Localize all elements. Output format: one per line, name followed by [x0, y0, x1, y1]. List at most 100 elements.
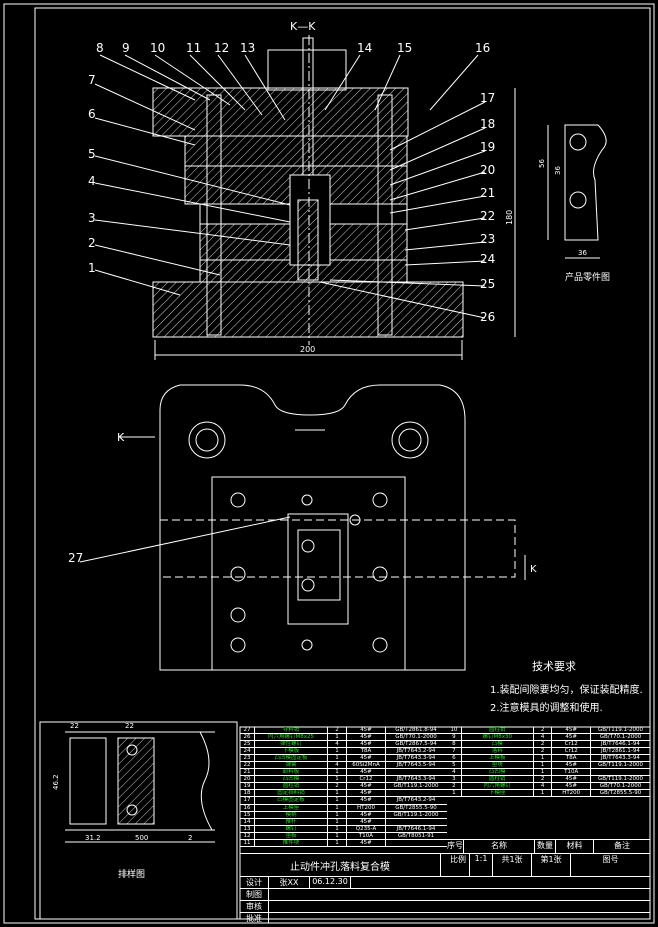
bom-cell-qty: 1 [328, 832, 347, 839]
screw-hole [230, 566, 246, 582]
bom-cell-qty: 4 [534, 783, 553, 790]
strip-channel [159, 519, 516, 578]
screw-hole [230, 637, 246, 653]
bom-cell-no: 2 [447, 783, 462, 790]
part-number: 12 [214, 41, 229, 55]
pin-hole [301, 639, 313, 651]
bom-cell-std [591, 769, 650, 775]
title-block: 序号 名称 数量 材料 备注 [447, 839, 650, 919]
plan-view: K K [117, 384, 537, 671]
bom-cell-std: JB/T7643.5-94 [396, 762, 436, 769]
bom-cell-name: 圆柱销 [255, 783, 328, 790]
bom-cell-mat: 45# [552, 776, 591, 783]
part-number: 3 [88, 211, 96, 225]
screw-hole [230, 492, 246, 508]
pin-hole [349, 514, 361, 526]
bom-header-no: 序号 [447, 840, 464, 854]
bom-cell-mat: HT200 [552, 790, 591, 797]
bom-cell-std: JB/T7643.3-94 [396, 755, 436, 762]
bom-cell-mat: 45# [347, 734, 386, 741]
bom-cell-std: GB/T119.1-2000 [393, 783, 439, 790]
part-number: 4 [88, 174, 96, 188]
bom-cell-name: 凸凹模 [462, 769, 534, 776]
bom-cell-qty: 1 [328, 769, 347, 776]
bom-cell-no: 8 [447, 741, 462, 748]
guide-hole-right-inner [398, 428, 422, 452]
screw-hole [372, 566, 388, 582]
bom-cell-qty: 2 [328, 727, 347, 734]
designer-label: 设计 [240, 877, 269, 888]
bom-cell-mat: 45# [552, 727, 591, 734]
bom-cell-no: 16 [240, 804, 255, 811]
bom-cell-no: 15 [240, 811, 255, 818]
die-shank [267, 49, 347, 91]
bom-cell-mat: Cr12 [347, 776, 386, 783]
tech-title: 技术要求 [532, 660, 576, 673]
bom-cell-std: JB/T7643.3-94 [396, 776, 436, 783]
center-core [297, 199, 319, 281]
guide-hole-right [391, 421, 429, 459]
guide-pillar-right [377, 94, 393, 336]
plan-outline [159, 384, 466, 671]
ratio-label: 比例 [447, 854, 470, 876]
bom-cell-no: 10 [447, 727, 462, 734]
bom-cell-mat: T10A [347, 832, 386, 839]
bom-header-mat: 材料 [556, 840, 594, 854]
part-number: 20 [480, 163, 495, 177]
strip-dim-d: 2 [188, 834, 192, 842]
part-number: 15 [397, 41, 412, 55]
bom-cell-no: 7 [447, 748, 462, 755]
bom-cell-qty: 1 [534, 755, 553, 762]
product-dim-w: 36 [578, 249, 587, 257]
bom-cell-std: GB/T2861.8-94 [395, 727, 437, 733]
bom-cell-mat: HT200 [347, 804, 386, 811]
bom-cell-mat: T8A [552, 755, 591, 762]
bom-cell-mat: 45# [347, 727, 386, 734]
bom-cell-qty: 2 [534, 727, 553, 734]
bom-cell-qty: 1 [328, 797, 347, 804]
bom-cell-qty: 1 [328, 804, 347, 811]
bom-cell-mat: T10A [552, 769, 591, 776]
bom-cell-mat: 45# [347, 818, 386, 825]
strip-layout-view: 500 31.2 22 22 2 46.2 排样图 [39, 721, 238, 920]
bom-cell-no: 19 [240, 783, 255, 790]
bom-cell-qty: 2 [534, 741, 553, 748]
bom-cell-name: 模柄 [255, 811, 328, 818]
bom-cell-std: GB/T119.1-2000 [393, 811, 439, 818]
bom-cell-name: 落料 [462, 748, 534, 755]
backing-plate [184, 135, 408, 167]
section-mark-right: K [530, 564, 537, 575]
tech-item-1: 1.装配间隙要均匀，保证装配精度. [490, 683, 643, 696]
product-dim-h1: 56 [538, 159, 546, 168]
bom-cell-name: 圆柱销 [462, 776, 534, 783]
bom-cell-name: 螺钉M8x30 [462, 734, 534, 741]
bom-cell-no: 27 [240, 727, 255, 734]
strip-hole [126, 804, 138, 816]
bom-cell-qty: 1 [328, 755, 347, 762]
part-number: 9 [122, 41, 130, 55]
bom-cell-std: GB/T8051-91 [397, 832, 435, 839]
bom-cell-name: 内六角螺钉 [462, 783, 534, 790]
part-number: 23 [480, 232, 495, 246]
part-number: 22 [480, 209, 495, 223]
bom-cell-no: 14 [240, 818, 255, 825]
bom-cell-std: JB/T2861.1-94 [601, 748, 640, 755]
strip-dim-w: 500 [135, 834, 148, 842]
bom-cell-qty: 1 [328, 748, 347, 755]
part-number: 11 [186, 41, 201, 55]
